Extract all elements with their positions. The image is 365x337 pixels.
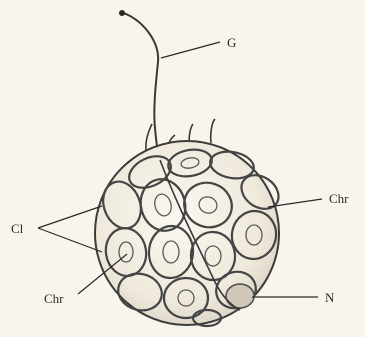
label-chromatophore-left: Chr: [44, 292, 64, 305]
leader-cl-2: [38, 228, 102, 252]
label-nucleus: N: [325, 291, 334, 304]
leader-g: [161, 42, 220, 58]
label-flagellum: G: [227, 36, 236, 49]
label-chromatophore-right: Chr: [329, 192, 349, 205]
label-cell-surface: Cl: [11, 222, 23, 235]
flagellum-tip: [119, 10, 125, 16]
nucleus: [226, 284, 254, 308]
flagellum: [123, 13, 160, 160]
leader-cl-1: [38, 206, 102, 228]
